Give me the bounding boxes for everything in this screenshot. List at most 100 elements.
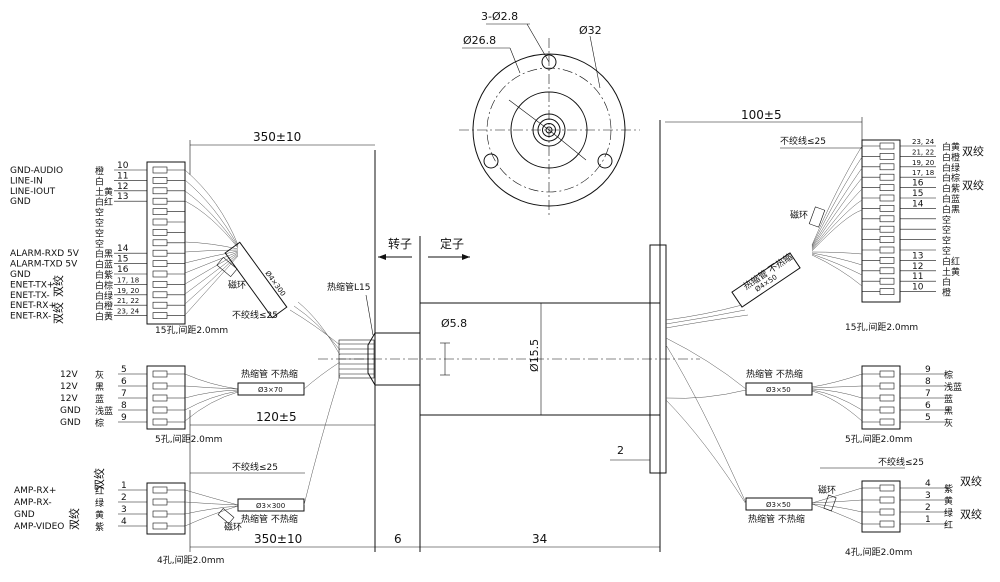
connector-15pin <box>861 139 901 303</box>
pin-signal: ENET-RX- <box>10 312 51 322</box>
flange-thickness-dimension: 2 <box>617 444 624 457</box>
pin-number: 11 <box>117 171 128 181</box>
pin-slot <box>879 508 895 516</box>
tube-label: 热缩管 不热缩 <box>746 368 803 380</box>
wire-color: 红 <box>944 519 953 531</box>
pin-number: 19, 20 <box>117 287 139 295</box>
pin-slot <box>879 277 895 285</box>
wire-color: 蓝 <box>944 393 953 405</box>
cable-spec: Ø3×50 <box>766 386 791 394</box>
pin-slot <box>879 484 895 492</box>
wire-color: 空 <box>942 224 951 236</box>
pin-slot <box>152 312 168 319</box>
pin-slot <box>879 406 895 414</box>
pin-slot <box>879 267 895 275</box>
twist-label: 双绞 <box>51 302 65 324</box>
pin-slot <box>152 249 168 257</box>
pin-slot <box>879 520 895 528</box>
wire-color: 白绿 <box>942 162 960 174</box>
wire-color: 白 <box>942 276 951 288</box>
pin-signal: GND <box>60 418 81 428</box>
connector-4pin <box>146 482 186 535</box>
connector-spec: 15孔,间距2.0mm <box>845 321 918 333</box>
pin-signal: AMP-VIDEO <box>14 522 64 532</box>
pin-slot <box>152 260 168 267</box>
pin-number: 12 <box>117 182 128 192</box>
connector-4pin <box>861 480 901 533</box>
wire-color: 白蓝 <box>95 259 113 271</box>
pin-number: 15 <box>912 189 923 199</box>
pin-slot <box>879 382 895 390</box>
wire-color: 白棕 <box>942 172 960 184</box>
pin-signal: ALARM-TXD 5V <box>10 260 78 270</box>
outer-diameter-dimension: Ø32 <box>579 24 602 37</box>
pin-slot <box>879 288 895 295</box>
wire-color: 白 <box>95 175 104 187</box>
pin-number: 10 <box>117 161 129 171</box>
side-view: Ø5.8 Ø15.5 热缩管L15 转子 定子 2 <box>318 120 700 552</box>
pin-signal: GND <box>10 197 31 207</box>
wire-color: 白黑 <box>95 248 113 260</box>
wire-color: 白紫 <box>942 183 960 195</box>
connector-spec: 4孔,间距2.0mm <box>845 546 912 558</box>
wire-color: 黄 <box>944 495 953 507</box>
pin-slot <box>879 257 895 264</box>
pin-signal: ENET-RX+ <box>10 301 56 311</box>
tube-label: 热缩管 不热缩 <box>241 513 298 525</box>
pin-number: 7 <box>925 389 931 399</box>
pin-slot <box>879 205 895 212</box>
pin-number: 4 <box>925 479 931 489</box>
pin-slot <box>152 229 168 236</box>
untwist-label: 不绞线≤25 <box>878 456 924 468</box>
pin-signal: ENET-TX+ <box>10 280 54 290</box>
pin-signal: GND <box>14 510 35 520</box>
pin-slot <box>152 370 168 378</box>
wire-color: 蓝 <box>95 393 104 405</box>
ferrite-label: 磁环 <box>228 279 246 291</box>
pcd-dimension: Ø26.8 <box>463 34 496 47</box>
twist-label: 双绞 <box>51 275 65 297</box>
wire-color: 绿 <box>95 497 104 509</box>
pin-number: 12 <box>912 262 923 272</box>
pin-slot <box>879 215 895 223</box>
pin-slot <box>879 236 895 243</box>
pin-slot <box>152 208 168 215</box>
pin-number: 23, 24 <box>117 308 140 316</box>
twist-label: 双绞 <box>67 508 81 530</box>
twist-label: 双绞 <box>92 468 106 490</box>
pin-slot <box>152 166 168 174</box>
pin-slot <box>879 246 895 254</box>
pin-slot <box>879 418 895 426</box>
pin-number: 14 <box>117 244 129 254</box>
pin-number: 9 <box>121 413 127 423</box>
wire-color: 橙 <box>95 165 104 177</box>
pin-number: 13 <box>912 251 923 261</box>
pin-number: 16 <box>912 179 924 189</box>
untwist-label: 不绞线≤25 <box>232 309 278 321</box>
pin-number: 11 <box>912 272 923 282</box>
cable-spec: Ø3×300 <box>256 502 285 510</box>
cable-spec: Ø3×50 <box>766 501 791 509</box>
wire-color: 空 <box>95 217 104 229</box>
pin-slot <box>152 498 168 506</box>
tube-label: 热缩管 不热缩 <box>748 513 805 525</box>
pin-slot <box>152 418 168 426</box>
body-diameter-dimension: Ø15.5 <box>528 339 541 372</box>
pin-signal: 12V <box>60 394 78 404</box>
pin-slot <box>879 394 895 402</box>
pin-number: 1 <box>121 481 127 491</box>
pin-slot <box>152 382 168 390</box>
pin-number: 6 <box>925 401 931 411</box>
wire-color: 黄 <box>95 509 104 521</box>
pin-number: 2 <box>925 503 931 513</box>
twist-label: 双绞 <box>962 144 984 158</box>
pin-number: 8 <box>121 401 127 411</box>
wire-color: 空 <box>95 238 104 250</box>
mid-length-dimension: 120±5 <box>256 410 297 424</box>
pin-slot <box>879 163 895 171</box>
pin-signal: ENET-TX- <box>10 291 50 301</box>
pin-signal: 12V <box>60 382 78 392</box>
bottom-6-dimension: 6 <box>394 532 402 546</box>
pin-signal: 12V <box>60 370 78 380</box>
